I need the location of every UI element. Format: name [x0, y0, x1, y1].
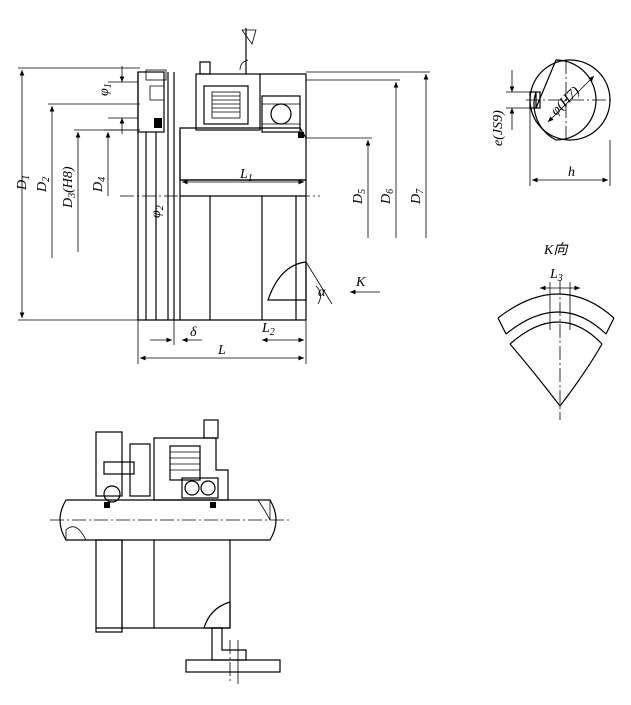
label-d6: D6 — [379, 189, 396, 205]
label-e-js9: e(JS9) — [491, 110, 506, 146]
label-h: h — [568, 165, 575, 180]
label-k: K — [355, 275, 366, 290]
coil-winding — [212, 95, 240, 113]
bearing-ball — [270, 103, 292, 125]
label-l3: L3 — [549, 267, 563, 284]
hub-end-view — [506, 59, 612, 186]
label-l: L — [217, 343, 226, 358]
label-delta: δ — [190, 325, 197, 340]
label-d3-h8: D3(H8) — [61, 166, 78, 209]
label-d7: D7 — [409, 188, 426, 205]
label-d2: D2 — [35, 177, 52, 193]
k-direction-view — [497, 280, 615, 420]
label-phi2: φ2 — [149, 205, 166, 218]
label-l1: L1 — [239, 167, 253, 184]
main-section-view — [18, 28, 430, 364]
label-d5: D5 — [351, 189, 368, 205]
label-d1: D1 — [15, 175, 32, 191]
label-phi1: φ1 — [97, 83, 114, 96]
label-d4: D4 — [91, 177, 108, 193]
label-alpha: α — [318, 285, 326, 300]
label-k-view: K向 — [543, 242, 569, 258]
label-l2: L2 — [261, 321, 275, 338]
installation-view — [50, 419, 290, 684]
